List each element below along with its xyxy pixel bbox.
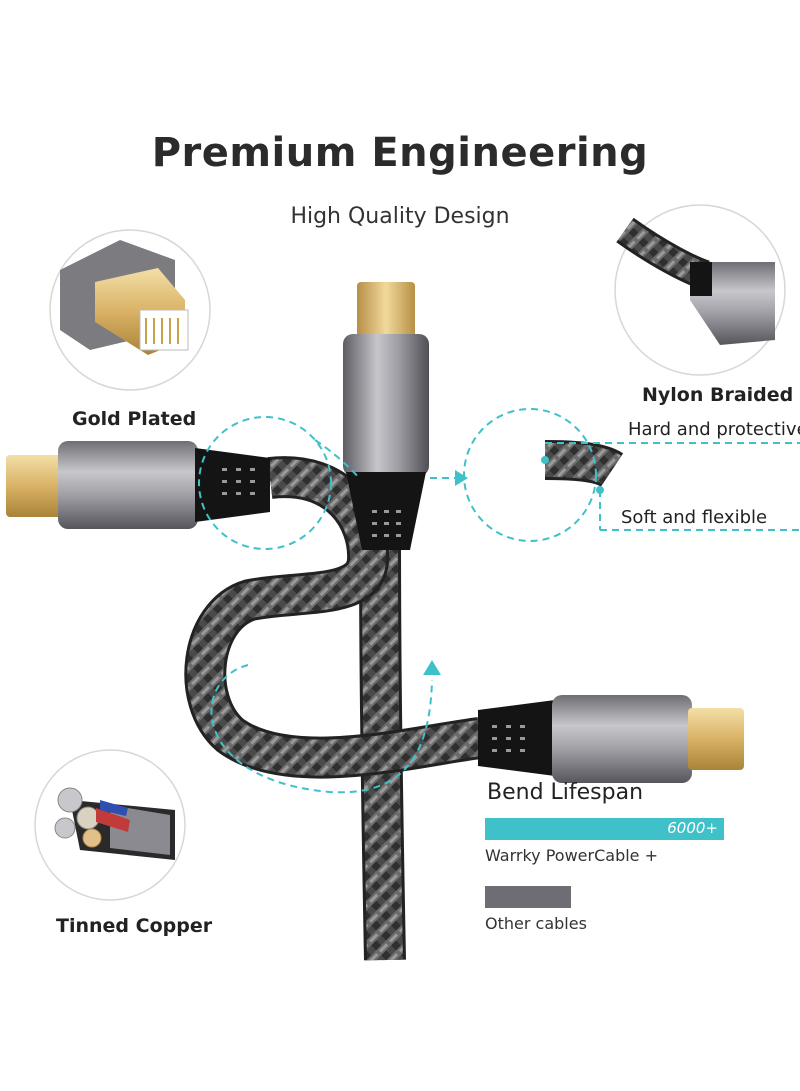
gold-plated-inset (49, 229, 211, 391)
soft-flexible-label: Soft and flexible (621, 507, 768, 528)
nylon-braided-label: Nylon Braided (642, 384, 794, 406)
other-cables-bar-label: Other cables (485, 914, 587, 933)
detail-highlights (198, 408, 800, 794)
powercable-bar-value-wrap: 6000+ (485, 818, 724, 840)
left-usbc-connector (6, 441, 270, 529)
tinned-copper-label: Tinned Copper (56, 915, 213, 937)
other-cables-bend-bar (485, 886, 571, 908)
callout-markers (423, 456, 604, 675)
tinned-copper-inset (34, 749, 186, 901)
top-usbc-connector (343, 282, 429, 550)
page-subtitle: High Quality Design (290, 204, 510, 229)
hard-protective-label: Hard and protective (628, 419, 800, 440)
nylon-braided-inset (614, 204, 786, 376)
right-usbc-connector (478, 695, 744, 783)
page-title: Premium Engineering (151, 130, 649, 176)
powercable-bar-value: 6000+ (667, 819, 718, 837)
gold-plated-label: Gold Plated (72, 408, 197, 430)
powercable-bar-label: Warrky PowerCable + (485, 846, 659, 865)
bend-lifespan-title: Bend Lifespan (487, 780, 644, 805)
powercable-bend-bar (485, 818, 724, 840)
